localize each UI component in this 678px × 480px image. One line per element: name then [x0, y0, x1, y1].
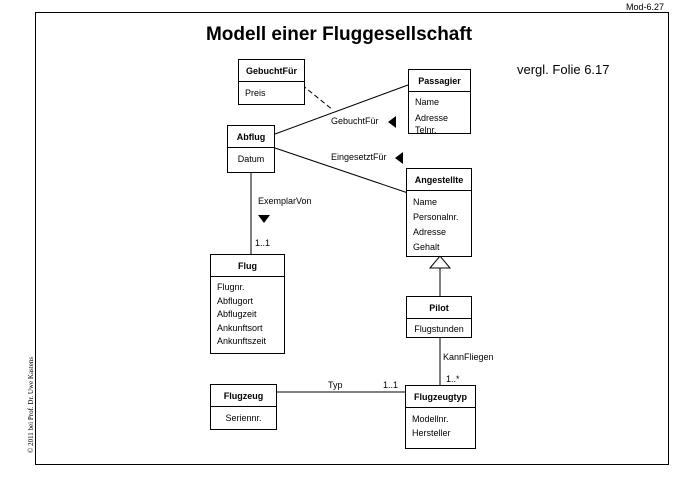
class-name: Flug	[211, 255, 284, 277]
assoc-abflug-angestellte	[274, 147, 409, 194]
class-attribute: Telnr.	[415, 125, 437, 135]
class-pilot: Pilot Flugstunden	[406, 296, 472, 338]
slide-id: Mod-6.27	[625, 2, 664, 12]
class-name: Flugzeug	[211, 385, 276, 407]
class-attribute: Ankunftsort	[217, 322, 263, 333]
class-angestellte: Angestellte Name Personalnr. Adresse Geh…	[406, 168, 472, 257]
class-attribute: Hersteller	[412, 428, 451, 438]
class-attribute: Flugstunden	[414, 324, 464, 334]
class-attribute: Adresse	[413, 227, 447, 237]
class-attribute: Seriennr.	[225, 413, 262, 423]
class-name: Angestellte	[407, 169, 471, 191]
generalization-arrow	[428, 255, 452, 269]
slide-title: Modell einer Fluggesellschaft	[205, 24, 473, 45]
assoc-label-gebucht-fuer: GebuchtFür	[331, 116, 379, 126]
class-name: Flugzeugtyp	[406, 386, 475, 408]
multiplicity-exemplar-von: 1..1	[255, 238, 271, 248]
class-name: Passagier	[409, 70, 470, 92]
class-attribute: Ankunftszeit	[217, 336, 267, 346]
class-attribute: Gehalt	[413, 242, 440, 252]
class-attribute: Adresse	[415, 113, 449, 123]
assoc-label-kann-fliegen: KannFliegen	[443, 352, 494, 362]
class-attribute: Datum	[237, 154, 265, 164]
reference-note: vergl. Folie 6.17	[517, 62, 610, 77]
class-attribute: Abflugort	[217, 295, 254, 306]
direction-arrow-exemplar	[258, 215, 270, 223]
slide-frame	[35, 12, 669, 465]
class-name: GebuchtFür	[239, 60, 304, 82]
assoc-abflug-passagier	[274, 84, 409, 135]
class-attribute: Name	[415, 97, 440, 107]
assoc-label-exemplar-von: ExemplarVon	[258, 196, 312, 206]
class-name: Abflug	[228, 126, 274, 148]
class-gebuchtfuer: GebuchtFür Preis	[238, 59, 305, 105]
class-flugzeugtyp: Flugzeugtyp Modellnr. Hersteller	[405, 385, 476, 449]
class-flug: Flug Flugnr. Abflugort Abflugzeit Ankunf…	[210, 254, 285, 354]
class-flugzeug: Flugzeug Seriennr.	[210, 384, 277, 430]
class-abflug: Abflug Datum	[227, 125, 275, 173]
class-attribute: Abflugzeit	[217, 309, 257, 319]
direction-arrow-eingesetzt	[395, 152, 403, 164]
class-attribute: Flugnr.	[217, 282, 245, 292]
class-attribute: Preis	[245, 88, 266, 98]
multiplicity-typ: 1..1	[383, 380, 399, 390]
class-passagier: Passagier Name Adresse Telnr.	[408, 69, 471, 135]
class-attribute: Modellnr.	[412, 414, 449, 424]
assoc-class-link	[301, 84, 334, 111]
class-name: Pilot	[407, 297, 471, 319]
multiplicity-kann-fliegen: 1..*	[446, 374, 460, 384]
assoc-label-typ: Typ	[328, 380, 343, 390]
class-attribute: Name	[413, 197, 438, 207]
class-attribute: Personalnr.	[413, 212, 459, 222]
assoc-label-eingesetzt-fuer: EingesetztFür	[331, 152, 387, 162]
direction-arrow-gebucht	[388, 116, 396, 128]
